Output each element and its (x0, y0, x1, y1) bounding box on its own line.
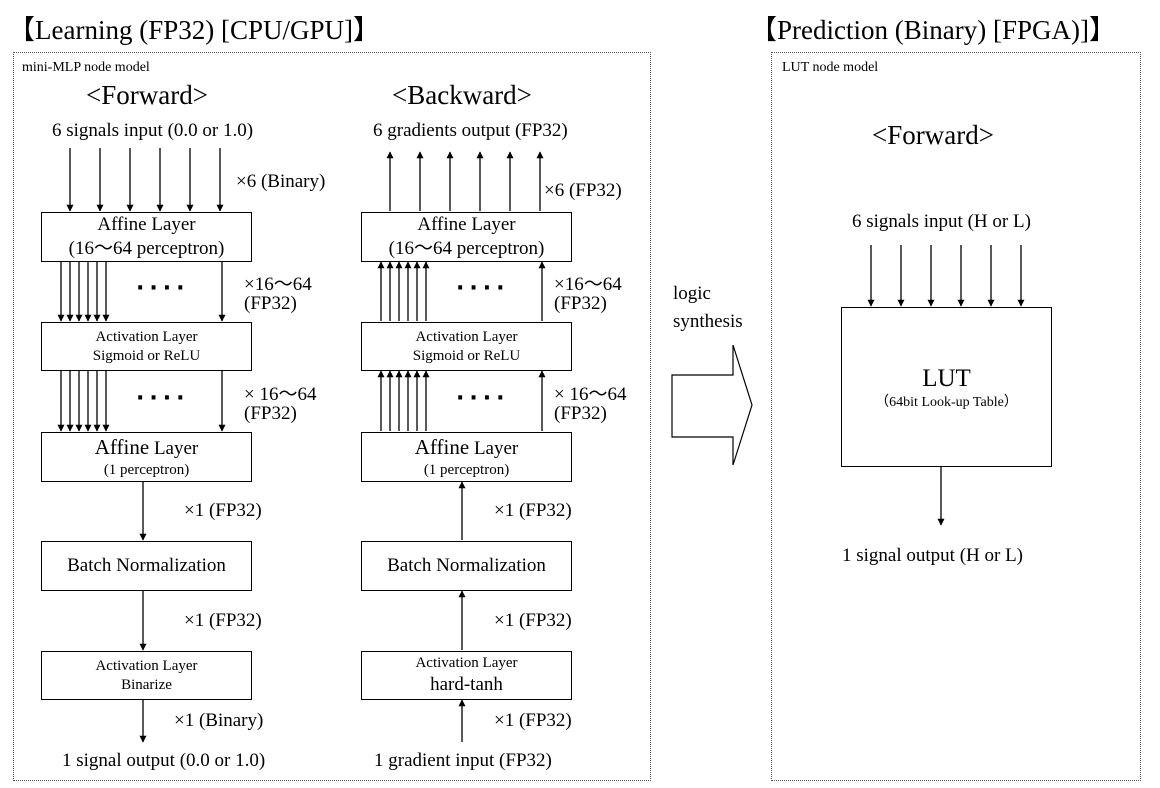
prediction-panel-caption: LUT node model (782, 60, 879, 75)
forward-mult-a: ×16〜64 (244, 274, 312, 295)
forward-unit-b: (FP32) (244, 403, 297, 424)
prediction-input-label: 6 signals input (H or L) (852, 211, 1031, 232)
backward-activation-sub: Sigmoid or ReLU (412, 347, 521, 364)
backward-mult-e: ×1 (FP32) (494, 710, 572, 731)
backward-header: <Backward> (392, 80, 532, 110)
forward-mult-b: × 16〜64 (244, 384, 317, 405)
forward-affine-output-title-rest: Layer (149, 438, 199, 460)
forward-dots-2: ···· (136, 386, 190, 411)
backward-affine-output-box: Affine Layer (1 perceptron) (361, 432, 572, 482)
prediction-output-label: 1 signal output (H or L) (842, 545, 1024, 566)
backward-activation-layer-box: Activation Layer Sigmoid or ReLU (361, 322, 572, 371)
learning-panel-caption: mini-MLP node model (22, 60, 150, 75)
forward-batch-norm-box: Batch Normalization (41, 541, 252, 591)
backward-mult-b: × 16〜64 (554, 384, 627, 405)
backward-mult-output: ×6 (FP32) (544, 180, 622, 201)
forward-affine-layer-box: Affine Layer (16〜64 perceptron) (41, 212, 252, 262)
backward-activation-title: Activation Layer (415, 328, 518, 345)
forward-mult-e: ×1 (Binary) (174, 710, 264, 731)
backward-unit-b: (FP32) (554, 403, 607, 424)
learning-title: 【Learning (FP32) [CPU/GPU]】 (8, 15, 380, 45)
synthesis-arrow-icon (671, 344, 753, 466)
forward-mult-d: ×1 (FP32) (184, 610, 262, 631)
backward-hardtanh-box: Activation Layer hard-tanh (361, 651, 572, 700)
backward-affine-layer-box: Affine Layer (16〜64 perceptron) (361, 212, 572, 262)
backward-output-label: 6 gradients output (FP32) (373, 120, 568, 141)
lut-sub: （64bit Look-up Table） (875, 394, 1018, 410)
forward-dots-1: ···· (136, 276, 190, 301)
forward-affine-output-sub: (1 perceptron) (103, 462, 190, 478)
backward-affine-layer-title: Affine Layer (417, 214, 516, 236)
forward-binarize-sub: Binarize (121, 676, 172, 693)
forward-activation-layer-box: Activation Layer Sigmoid or ReLU (41, 322, 252, 371)
forward-input-label: 6 signals input (0.0 or 1.0) (52, 120, 254, 141)
forward-affine-layer-sub: (16〜64 perceptron) (68, 238, 225, 259)
backward-affine-layer-sub: (16〜64 perceptron) (388, 238, 545, 259)
backward-affine-output-title-rest: Layer (469, 438, 519, 460)
forward-affine-layer-title: Affine Layer (97, 214, 196, 236)
forward-header: <Forward> (86, 80, 208, 110)
backward-batch-norm-box: Batch Normalization (361, 541, 572, 591)
prediction-forward-header: <Forward> (872, 120, 994, 150)
prediction-panel (771, 52, 1141, 781)
learning-panel (13, 52, 651, 781)
backward-unit-a: (FP32) (554, 293, 607, 314)
backward-batch-norm-label: Batch Normalization (387, 555, 546, 577)
prediction-title: 【Prediction (Binary) [FPGA)]】 (750, 15, 1116, 45)
backward-affine-output-title: Affine (414, 435, 470, 460)
backward-hardtanh-sub: hard-tanh (430, 674, 503, 695)
lut-box: LUT （64bit Look-up Table） (841, 307, 1052, 467)
forward-affine-output-box: Affine Layer (1 perceptron) (41, 432, 252, 482)
backward-affine-output-sub: (1 perceptron) (423, 462, 510, 478)
forward-mult-c: ×1 (FP32) (184, 500, 262, 521)
forward-binarize-title: Activation Layer (95, 657, 198, 674)
synthesis-label-line2: synthesis (673, 311, 743, 332)
lut-title: LUT (922, 364, 971, 392)
backward-hardtanh-title: Activation Layer (415, 655, 518, 672)
forward-activation-sub: Sigmoid or ReLU (92, 347, 201, 364)
forward-output-label: 1 signal output (0.0 or 1.0) (62, 750, 266, 771)
synthesis-label-line1: logic (673, 283, 711, 304)
forward-affine-output-title: Affine (94, 435, 150, 460)
backward-mult-a: ×16〜64 (554, 274, 622, 295)
forward-batch-norm-label: Batch Normalization (67, 555, 226, 577)
backward-input-label: 1 gradient input (FP32) (374, 750, 552, 771)
backward-dots-2: ···· (456, 386, 510, 411)
forward-unit-a: (FP32) (244, 293, 297, 314)
backward-mult-d: ×1 (FP32) (494, 610, 572, 631)
backward-dots-1: ···· (456, 276, 510, 301)
forward-activation-title: Activation Layer (95, 328, 198, 345)
forward-binarize-box: Activation Layer Binarize (41, 651, 252, 700)
forward-mult-input: ×6 (Binary) (236, 171, 326, 192)
backward-mult-c: ×1 (FP32) (494, 500, 572, 521)
